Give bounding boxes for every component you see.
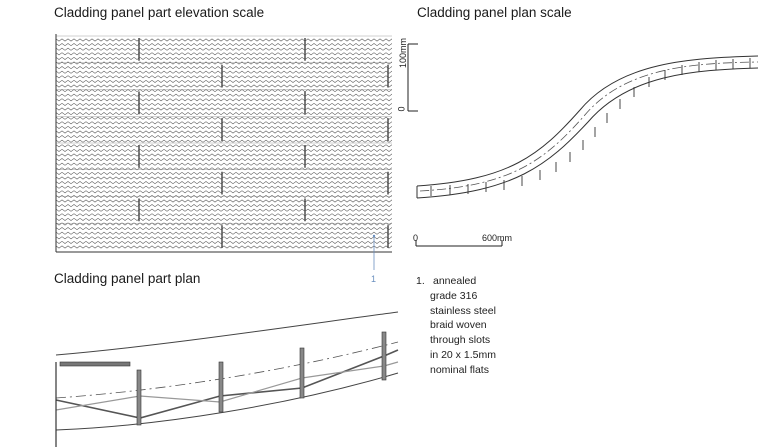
plan-scale-max-label: 600mm: [482, 233, 513, 243]
elevation-panel: [55, 34, 392, 253]
note-number: 1.: [416, 275, 425, 287]
part-plan-view: [55, 311, 399, 431]
panel-joints: [56, 35, 392, 248]
note-line: nominal flats: [430, 363, 489, 376]
plan-fins: [430, 58, 751, 196]
material-note: 1. annealed grade 316 stainless steel bra…: [416, 274, 496, 378]
elevation-scale-bar: [407, 43, 418, 112]
callout-dot: [372, 234, 376, 238]
note-line: in 20 x 1.5mm: [430, 348, 496, 361]
elev-scale-zero-label: 0: [396, 106, 407, 112]
note-line: grade 316: [430, 289, 478, 302]
woven-braid-pattern: [56, 38, 392, 249]
part-plan-title: Cladding panel part plan: [54, 271, 201, 286]
plan-scale-zero-label: 0: [413, 233, 419, 243]
plan-curve: [416, 55, 759, 199]
plan-scale-bar: [415, 240, 503, 247]
note-line: through slots: [430, 334, 491, 347]
elev-scale-max-label: 100mm: [398, 37, 409, 69]
callout-marker: 1: [371, 274, 377, 284]
plan-title: Cladding panel plan scale: [417, 5, 572, 20]
note-line: stainless steel: [430, 304, 496, 317]
elevation-title: Cladding panel part elevation scale: [54, 5, 265, 20]
note-line: braid woven: [430, 319, 487, 332]
note-line: annealed: [433, 275, 477, 287]
